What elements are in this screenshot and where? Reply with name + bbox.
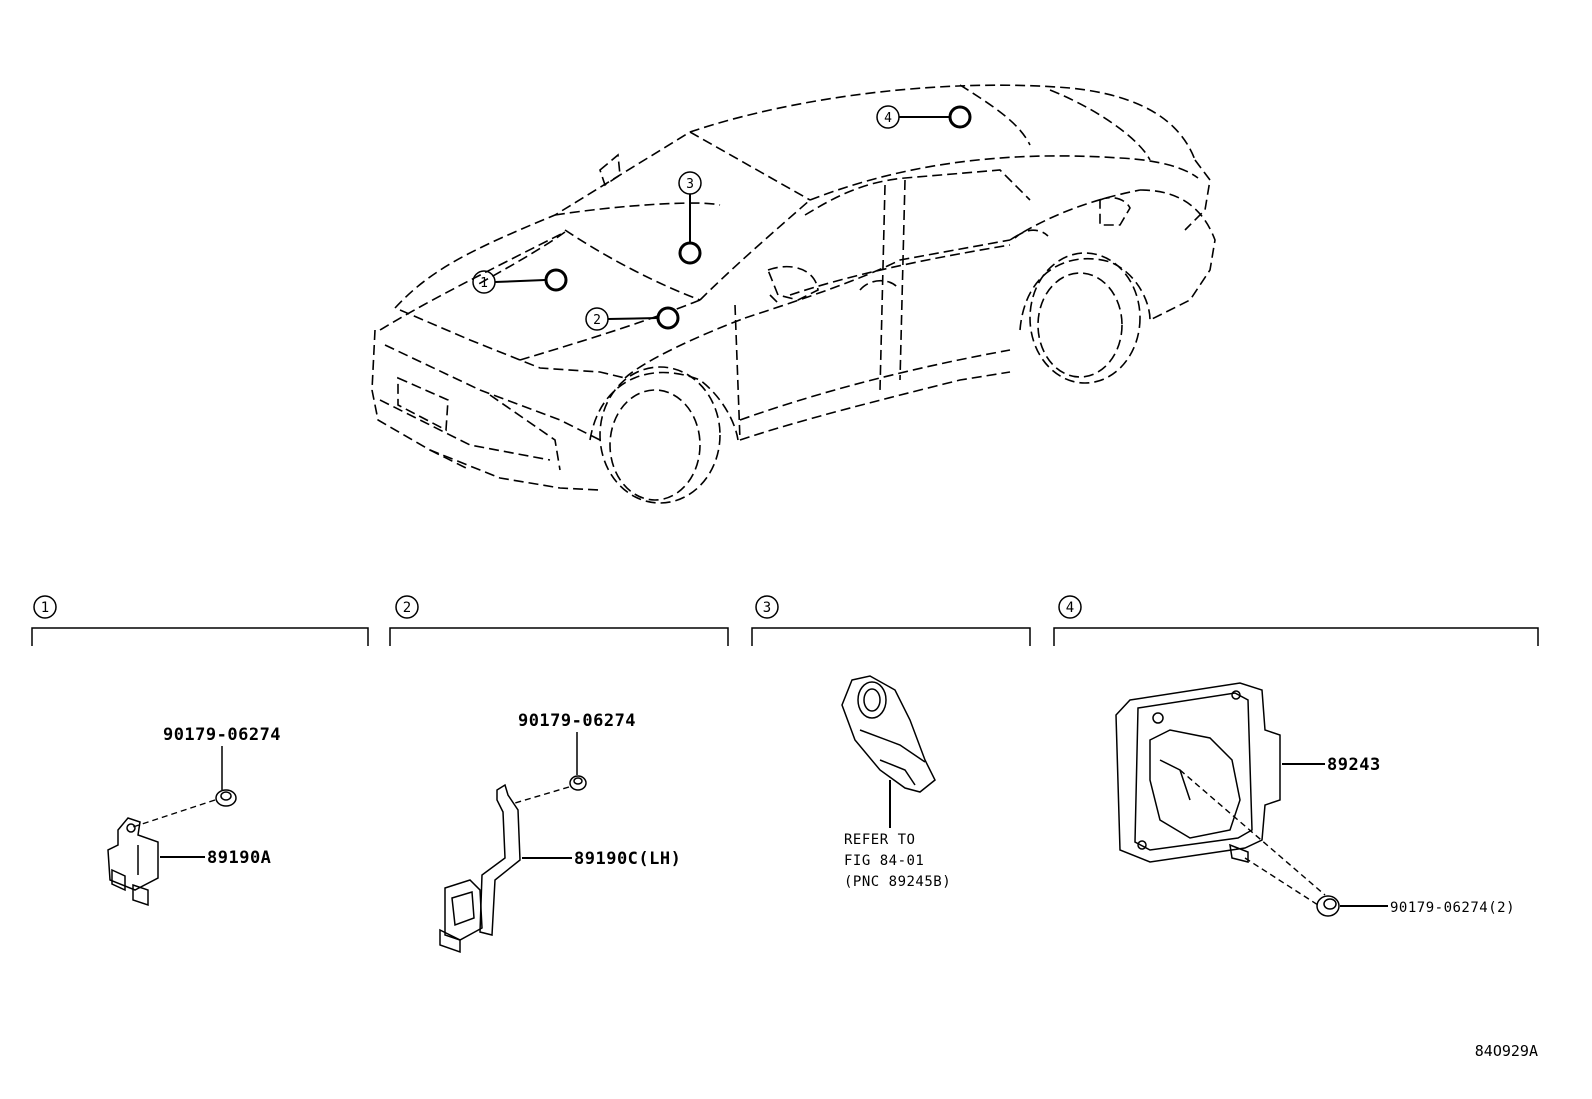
section-4-parts: 89243 90179-06274(2) (1115, 682, 1515, 917)
section-3-header: 3 (751, 595, 1031, 646)
section-4-nut-drawing (1316, 895, 1340, 917)
callout-4-number: 4 (884, 111, 892, 126)
section-3-refer-line2: FIG 84-01 (844, 853, 924, 869)
section-2-fastener-label: 90179-06274 (518, 711, 636, 731)
section-4-header: 4 (1053, 595, 1539, 646)
callout-3: 3 (678, 171, 702, 265)
section-3-parts: REFER TO FIG 84-01 (PNC 89245B) (841, 675, 951, 890)
callout-3-number: 3 (686, 177, 694, 192)
sensor-location-marker-4 (948, 105, 972, 129)
section-3-sensor-drawing (841, 675, 936, 793)
section-4-number: 4 (1066, 600, 1074, 616)
callout-1-number: 1 (480, 276, 488, 291)
section-4-part-label: 89243 (1327, 755, 1381, 775)
section-1-number: 1 (41, 600, 49, 616)
section-2-part-label: 89190C(LH) (574, 849, 681, 869)
section-1-sensor-drawing (107, 817, 159, 907)
section-2-nut-drawing (569, 775, 587, 791)
section-1-nut-drawing (215, 789, 237, 807)
sensor-location-marker-3 (678, 241, 702, 265)
section-1-part-label: 89190A (207, 848, 271, 868)
callout-2-number: 2 (593, 313, 601, 328)
callout-4: 4 (876, 105, 972, 129)
callout-1: 1 (472, 268, 568, 294)
sensor-location-marker-1 (544, 268, 568, 292)
vehicle-illustration (371, 84, 1216, 504)
section-4-module-drawing (1115, 682, 1281, 863)
section-2-header: 2 (389, 595, 729, 646)
section-2-sensor-drawing (439, 783, 521, 954)
section-3-number: 3 (763, 600, 771, 616)
section-3-refer-line1: REFER TO (844, 832, 915, 848)
section-1-header: 1 (31, 595, 369, 646)
section-3-refer-line3: (PNC 89245B) (844, 874, 951, 890)
section-2-number: 2 (403, 600, 411, 616)
section-4-fastener-label: 90179-06274(2) (1390, 900, 1515, 916)
section-1-parts: 90179-06274 89190A (107, 725, 281, 907)
sensor-location-marker-2 (656, 306, 680, 330)
figure-code: 84O929A (1475, 1042, 1538, 1060)
callout-2: 2 (585, 306, 680, 331)
section-1-fastener-label: 90179-06274 (163, 725, 281, 745)
section-2-parts: 90179-06274 89190C(LH) (439, 711, 681, 954)
